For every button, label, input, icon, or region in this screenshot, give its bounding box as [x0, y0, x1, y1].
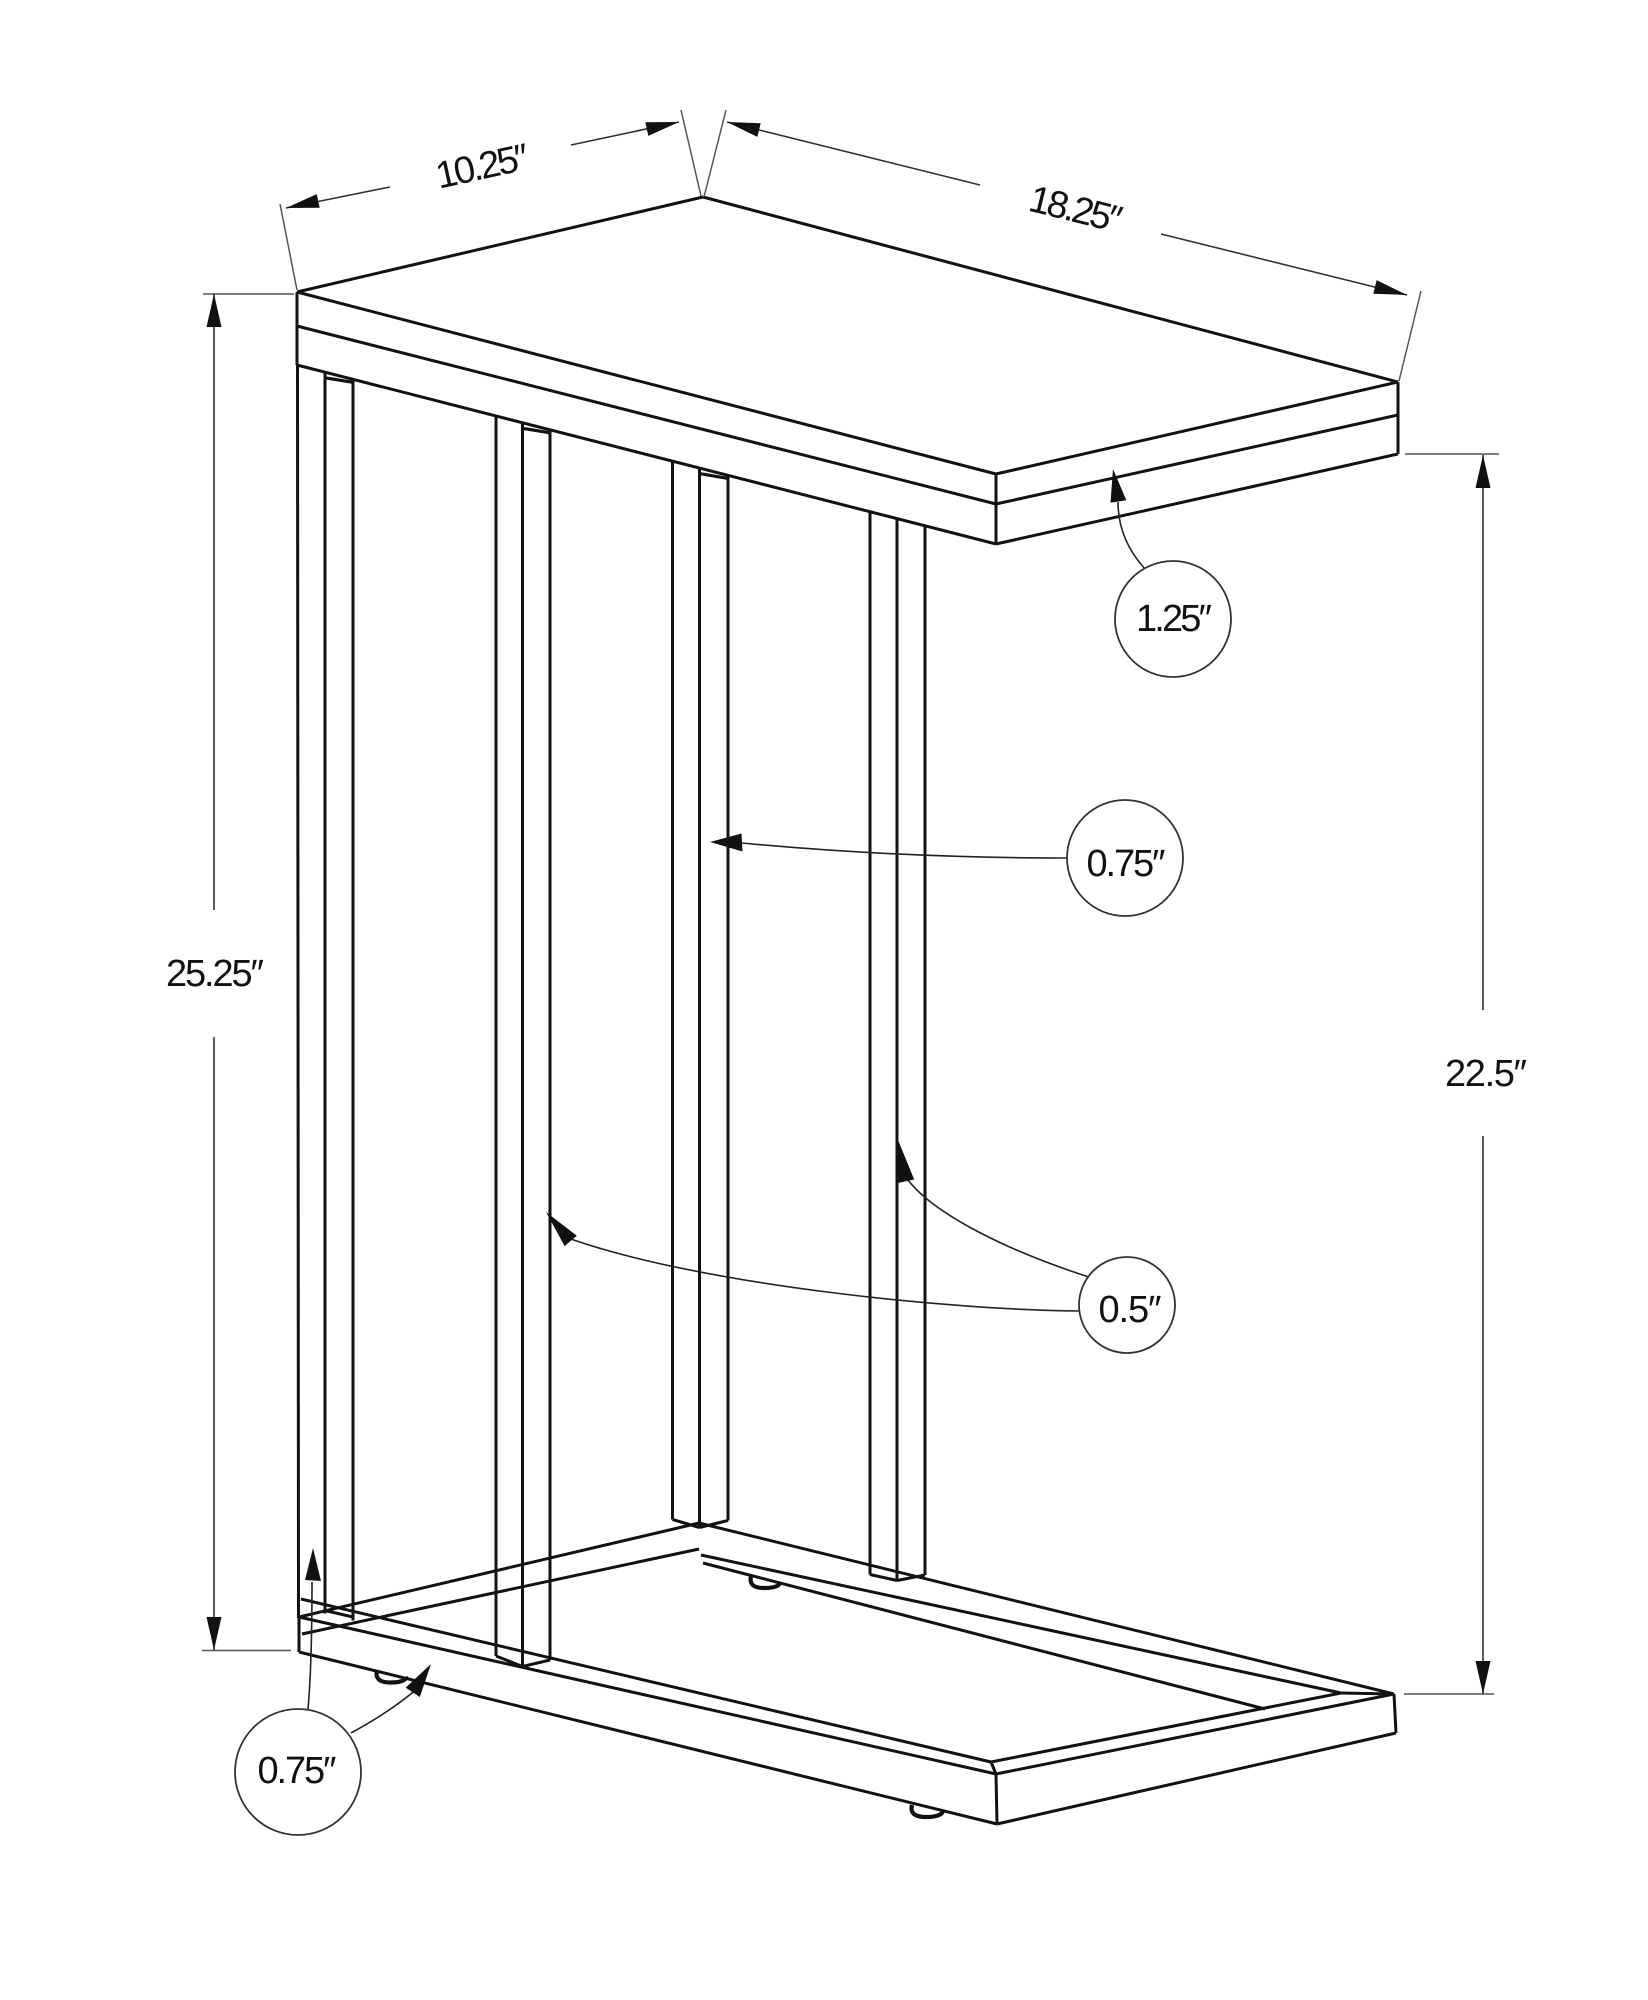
- svg-text:25.25″: 25.25″: [166, 953, 264, 995]
- svg-text:22.5″: 22.5″: [1445, 1053, 1527, 1095]
- svg-text:0.75″: 0.75″: [258, 1750, 337, 1792]
- svg-text:0.5″: 0.5″: [1099, 1289, 1162, 1331]
- svg-text:0.75″: 0.75″: [1087, 843, 1166, 885]
- svg-text:1.25″: 1.25″: [1136, 598, 1212, 640]
